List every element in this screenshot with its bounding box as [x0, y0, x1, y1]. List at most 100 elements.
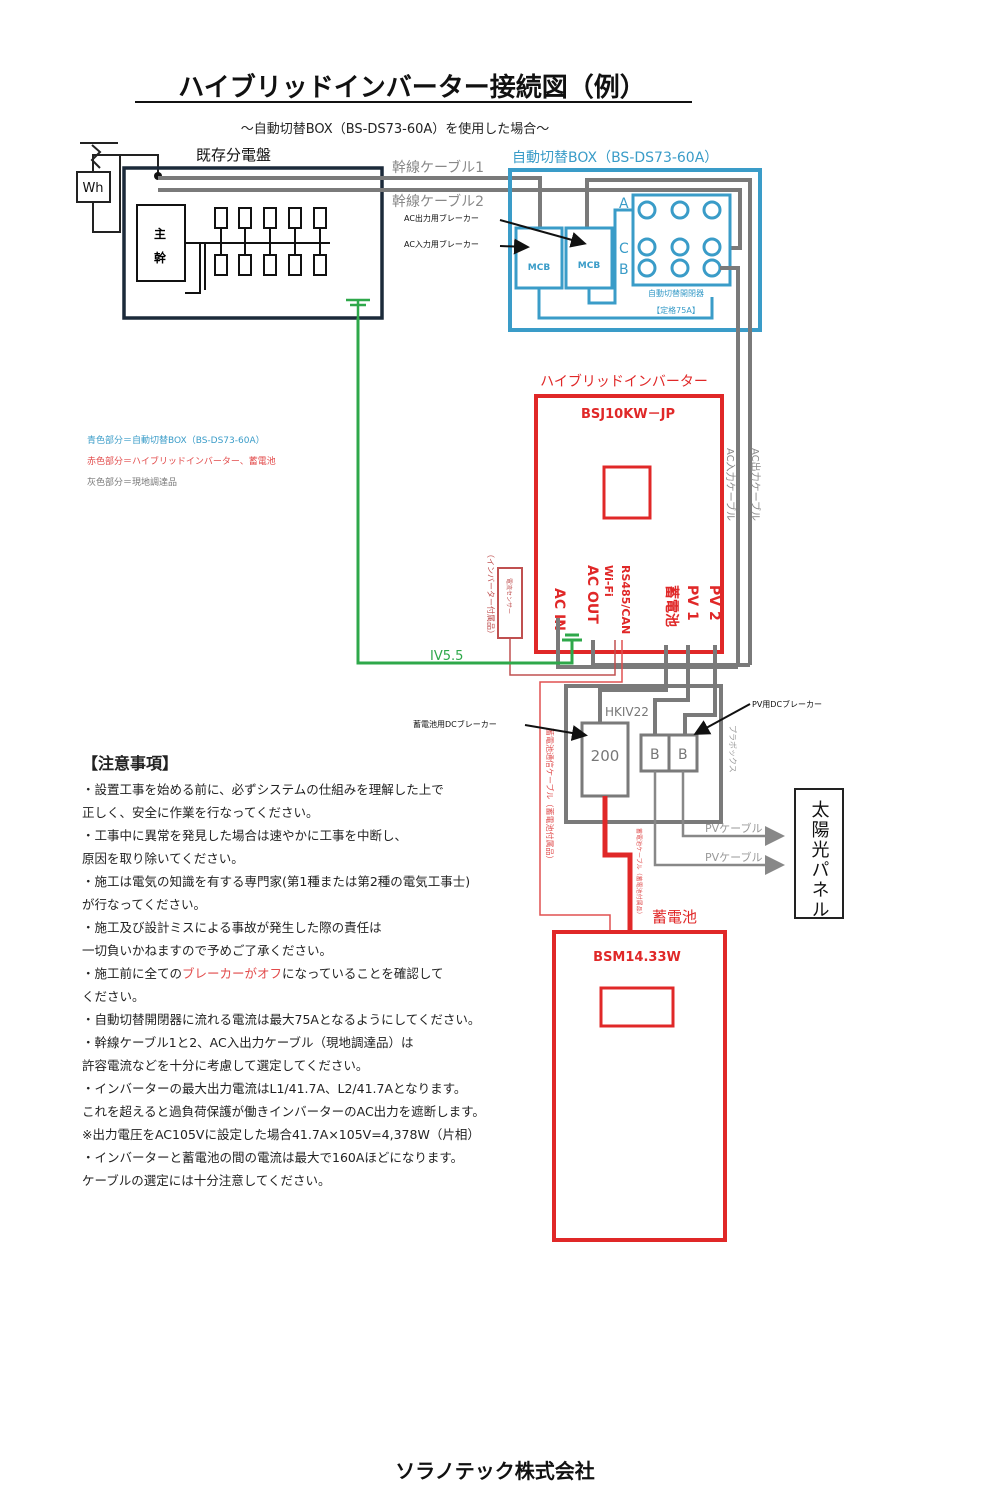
inverter-port-label: AC OUT: [584, 565, 600, 624]
branch-breaker: [263, 207, 277, 229]
note-line: ・設置工事を始める前に、必ずシステムの仕組みを理解した上で: [82, 782, 444, 797]
ac-in-cable-label: AC入力ケーブル: [724, 448, 737, 521]
battery-unit: 蓄電池 BSM14.33W: [552, 908, 727, 1242]
ac-out-breaker-label: AC出力用ブレーカー: [404, 213, 479, 223]
panel-label: 既存分電盤: [196, 146, 271, 164]
pv-breaker-label-text: PV用DCブレーカー: [752, 699, 822, 709]
switch-terminal: [637, 258, 657, 278]
auto-switch-box: 自動切替BOX（BS-DS73-60A） MCB MCB A C B 自動切替開…: [404, 150, 762, 667]
inverter-label: ハイブリッドインバーター: [540, 373, 708, 390]
legend-gray: 灰色部分＝現地調達品: [87, 476, 177, 488]
trunk-cable-2: [158, 188, 742, 250]
trunk-cable-1-label: 幹線ケーブル1: [392, 159, 484, 176]
branch-breaker: [214, 207, 228, 229]
terminal-c: C: [619, 241, 629, 257]
note-line: ・幹線ケーブル1と2、AC入出力ケーブル（現地調達品）は: [82, 1035, 414, 1050]
notes-heading: 【注意事項】: [82, 754, 179, 773]
branch-breakers: [214, 207, 327, 276]
ac-out-cable-label: AC出力ケーブル: [749, 448, 762, 521]
battery-breaker-value: 200: [591, 747, 620, 765]
mcb-label: MCB: [578, 261, 601, 271]
auto-transfer-switch: [631, 193, 732, 287]
battery-model: BSM14.33W: [593, 950, 681, 965]
plabox-label: プラボックス: [728, 725, 737, 773]
terminal-b: B: [619, 262, 629, 278]
battery-cable-label: 蓄電池ケーブル（蓄電池付属品）: [635, 828, 643, 918]
battery-comm-label: 蓄電池通信ケーブル（蓄電池付属品）: [545, 728, 555, 864]
legend-blue: 青色部分＝自動切替BOX（BS-DS73-60A）: [87, 434, 265, 446]
note-line: 正しく、安全に作業を行なってください。: [82, 805, 319, 820]
mcb-ac-output: [564, 226, 614, 290]
solar-panel: [794, 788, 844, 919]
switch-terminal: [670, 258, 690, 278]
meter: Wh: [76, 142, 159, 233]
branch-breaker: [288, 254, 302, 276]
pv-cable-label: PVケーブル: [705, 850, 763, 864]
branch-breaker: [288, 207, 302, 229]
pv-breaker-label: B: [650, 747, 660, 763]
note-line: ケーブルの選定には十分注意してください。: [82, 1173, 331, 1188]
branch-breaker: [238, 207, 252, 229]
inverter-port-label: PV 2: [706, 585, 722, 621]
note-line: ください。: [82, 989, 145, 1004]
inverter-port-label: AC IN: [551, 588, 567, 631]
switch-terminal: [702, 258, 722, 278]
battery-display: [599, 986, 675, 1028]
auto-box-label: 自動切替BOX（BS-DS73-60A）: [512, 150, 718, 166]
inverter-port-label: RS485/CAN: [619, 565, 632, 634]
note-line: ・工事中に異常を発見した場合は速やかに工事を中断し、: [82, 828, 408, 843]
pv-breaker-label: B: [678, 747, 688, 763]
switch-terminal: [670, 237, 690, 257]
note-line: ・インバーターと蓄電池の間の電流は最大で160Aほどになります。: [82, 1150, 464, 1165]
switch-terminal: [702, 237, 722, 257]
mcb-label: MCB: [528, 263, 551, 273]
meter-label: Wh: [82, 181, 103, 196]
main-breaker-label: 主: [154, 226, 166, 241]
main-breaker-label: 幹: [154, 250, 167, 265]
iv-cable-label: IV5.5: [430, 649, 463, 664]
page-title: ハイブリッドインバーター接続図（例）: [178, 72, 645, 103]
subtitle: ～自動切替BOX（BS-DS73-60A）を使用した場合～: [241, 121, 550, 137]
note-line: ・インバーターの最大出力電流はL1/41.7A、L2/41.7Aとなります。: [82, 1081, 467, 1096]
pv-cable-label: PVケーブル: [705, 821, 763, 835]
note-line: ・施工は電気の知識を有する専門家(第1種または第2種の電気工事士): [82, 874, 471, 889]
battery-cable: [602, 796, 633, 932]
current-sensor: [497, 567, 523, 639]
trunk-cable-2-label: 幹線ケーブル2: [392, 193, 484, 210]
branch-breaker: [238, 254, 252, 276]
switch-label: 自動切替開閉器: [648, 288, 704, 298]
note-text: になっていることを確認して: [282, 966, 444, 981]
mcb-ac-input: [514, 226, 564, 290]
switch-terminal: [637, 200, 657, 220]
branch-breaker: [313, 207, 327, 229]
legend-red: 赤色部分＝ハイブリッドインバーター、蓄電池: [87, 455, 276, 467]
battery-breaker-label: 蓄電池用DCブレーカー: [413, 719, 497, 729]
note-line: 許容電流などを十分に考慮して選定してください。: [82, 1058, 369, 1073]
note-text: ・施工前に全ての: [82, 966, 183, 981]
note-highlight: ブレーカーがオフ: [182, 966, 283, 981]
ct-note: （インバーター付属品）: [486, 550, 496, 638]
solar-panel-label: 太陽光パネル: [809, 800, 830, 920]
inverter-port-label: Wi-Fi: [602, 565, 615, 597]
switch-terminal: [637, 237, 657, 257]
note-line: ※出力電圧をAC105Vに設定した場合41.7A×105V=4,378W（片相）: [82, 1127, 480, 1142]
ac-in-breaker-label: AC入力用ブレーカー: [404, 239, 479, 249]
company-name: ソラノテック株式会社: [395, 1459, 595, 1483]
inverter-display: [602, 465, 652, 520]
note-line: が行なってください。: [82, 897, 207, 912]
ct-sensor-label: 電流センサー: [505, 578, 513, 614]
terminal-a: A: [619, 196, 629, 212]
inverter-port-label: PV 1: [684, 585, 700, 621]
main-breaker: [136, 204, 186, 282]
switch-terminal: [670, 200, 690, 220]
branch-breaker: [214, 254, 228, 276]
note-line: ・施工前に全てのブレーカーがオフになっていることを確認して: [82, 962, 542, 985]
switch-terminal: [702, 200, 722, 220]
inverter-model: BSJ10KW－JP: [581, 407, 675, 422]
note-line: ・施工及び設計ミスによる事故が発生した際の責任は: [82, 920, 382, 935]
pv-dc-breaker-2: [667, 733, 699, 773]
ground-cable: [356, 318, 582, 665]
branch-breaker: [263, 254, 277, 276]
